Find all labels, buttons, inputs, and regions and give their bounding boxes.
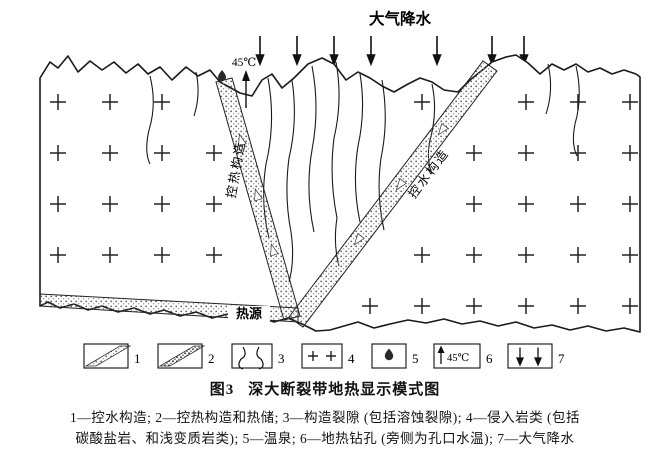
- legend-item-3: 3: [231, 343, 285, 370]
- legend-item-2: 2: [157, 343, 215, 369]
- hot-spring-legend-icon: [384, 348, 394, 361]
- heat-source-label: 热源: [236, 306, 262, 321]
- figure-title: 深大断裂带地热显示模式图: [248, 382, 441, 398]
- legend-num-3: 3: [278, 351, 285, 366]
- legend-num-4: 4: [348, 351, 355, 366]
- rain-arrows-icon: [255, 36, 529, 67]
- figure-number: 图3: [209, 382, 235, 398]
- legend-item-1: 1: [83, 343, 141, 369]
- precipitation-label: 大气降水: [369, 9, 432, 28]
- legend-description: 1—控水构造; 2—控热构造和热储; 3—构造裂隙 (包括溶蚀裂隙); 4—侵入…: [0, 407, 650, 449]
- legend-description-line2: 碳酸盐岩、和浅变质岩类); 5—温泉; 6—地热钻孔 (旁侧为孔口水温); 7—…: [75, 431, 575, 446]
- legend-num-1: 1: [134, 351, 141, 366]
- legend-borehole-temp: 45℃: [447, 353, 470, 364]
- legend-num-7: 7: [558, 351, 565, 366]
- heat-source-label-bg: [228, 306, 270, 321]
- legend-num-2: 2: [208, 351, 215, 366]
- diagram-svg: 大气降水 热源 控热构造 控水构造 4: [39, 9, 641, 370]
- caption-block: 图3 深大断裂带地热显示模式图 1—控水构造; 2—控热构造和热储; 3—构造裂隙…: [0, 378, 650, 449]
- figure-caption: 图3 深大断裂带地热显示模式图: [0, 378, 650, 399]
- legend-num-5: 5: [412, 351, 419, 366]
- legend-description-line1: 1—控水构造; 2—控热构造和热储; 3—构造裂隙 (包括溶蚀裂隙); 4—侵入…: [69, 410, 581, 425]
- plus-grid: [50, 94, 638, 314]
- legend-num-6: 6: [486, 351, 493, 366]
- fracture-lines: [146, 61, 580, 283]
- borehole-icon: 45℃: [232, 57, 257, 108]
- borehole-swatch: [433, 343, 481, 369]
- legend-item-5: 5: [371, 343, 419, 369]
- borehole-temp-label: 45℃: [232, 57, 257, 69]
- rain-swatch: [507, 343, 553, 369]
- legend-row: 1 2 3 4 5 45℃ 6: [83, 343, 565, 370]
- hot-spring-icon: [218, 70, 226, 82]
- fracture-swatch: [231, 343, 273, 369]
- legend-item-6: 45℃ 6: [433, 343, 493, 369]
- legend-item-4: 4: [301, 343, 355, 369]
- legend-item-7: 7: [507, 343, 565, 369]
